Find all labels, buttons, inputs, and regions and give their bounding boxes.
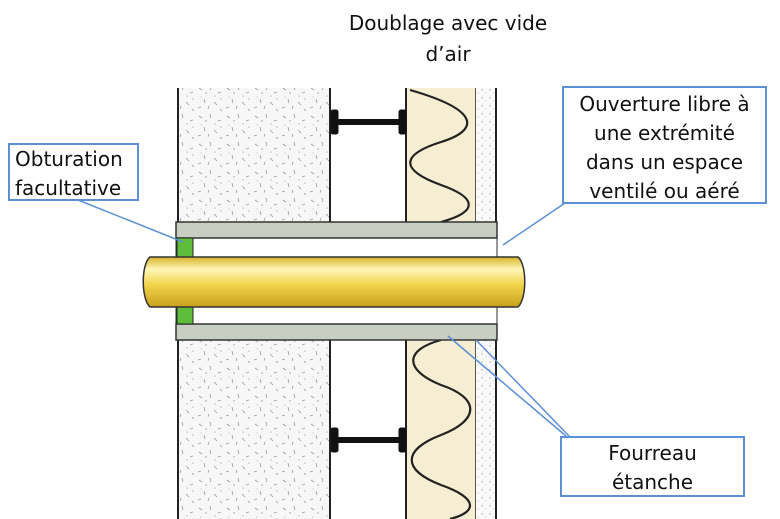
callout-fourreau-line-2: étanche bbox=[611, 470, 694, 494]
sleeve-wall-top bbox=[175, 221, 498, 239]
callout-ouverture-line-4: ventilé ou aéré bbox=[589, 179, 740, 203]
bracket-bottom bbox=[330, 427, 407, 453]
bracket-top bbox=[330, 109, 407, 135]
pipe bbox=[142, 256, 526, 308]
callout-obturation-line-1: Obturation bbox=[15, 147, 123, 171]
diagram-title: Doublage avec vide d’air bbox=[318, 8, 578, 70]
callout-fourreau-line-1: Fourreau bbox=[608, 441, 697, 465]
sleeve-wall-bottom bbox=[175, 323, 498, 341]
insulation-wave-top bbox=[409, 88, 470, 224]
callout-fourreau: Fourreau étanche bbox=[560, 436, 745, 497]
masonry-wall-top bbox=[178, 88, 330, 222]
insulation-top bbox=[406, 88, 476, 222]
callout-ouverture-line-1: Ouverture libre à bbox=[579, 92, 750, 116]
callout-ouverture: Ouverture libre à une extrémité dans un … bbox=[562, 86, 767, 204]
insulation-bottom bbox=[406, 340, 476, 519]
masonry-wall-bottom bbox=[178, 340, 330, 519]
leader-lines bbox=[77, 199, 571, 438]
callout-ouverture-line-3: dans un espace bbox=[585, 150, 744, 174]
plasterboard-top bbox=[476, 88, 496, 222]
insulation-wave-bottom bbox=[410, 338, 472, 519]
seal-bottom bbox=[176, 306, 194, 325]
callout-obturation-line-2: facultative bbox=[15, 176, 122, 200]
callout-obturation: Obturation facultative bbox=[8, 143, 139, 201]
title-line-2: d’air bbox=[425, 42, 471, 66]
callout-ouverture-line-2: une extrémité bbox=[594, 121, 735, 145]
title-line-1: Doublage avec vide bbox=[348, 11, 548, 35]
plasterboard-bottom bbox=[476, 340, 496, 519]
